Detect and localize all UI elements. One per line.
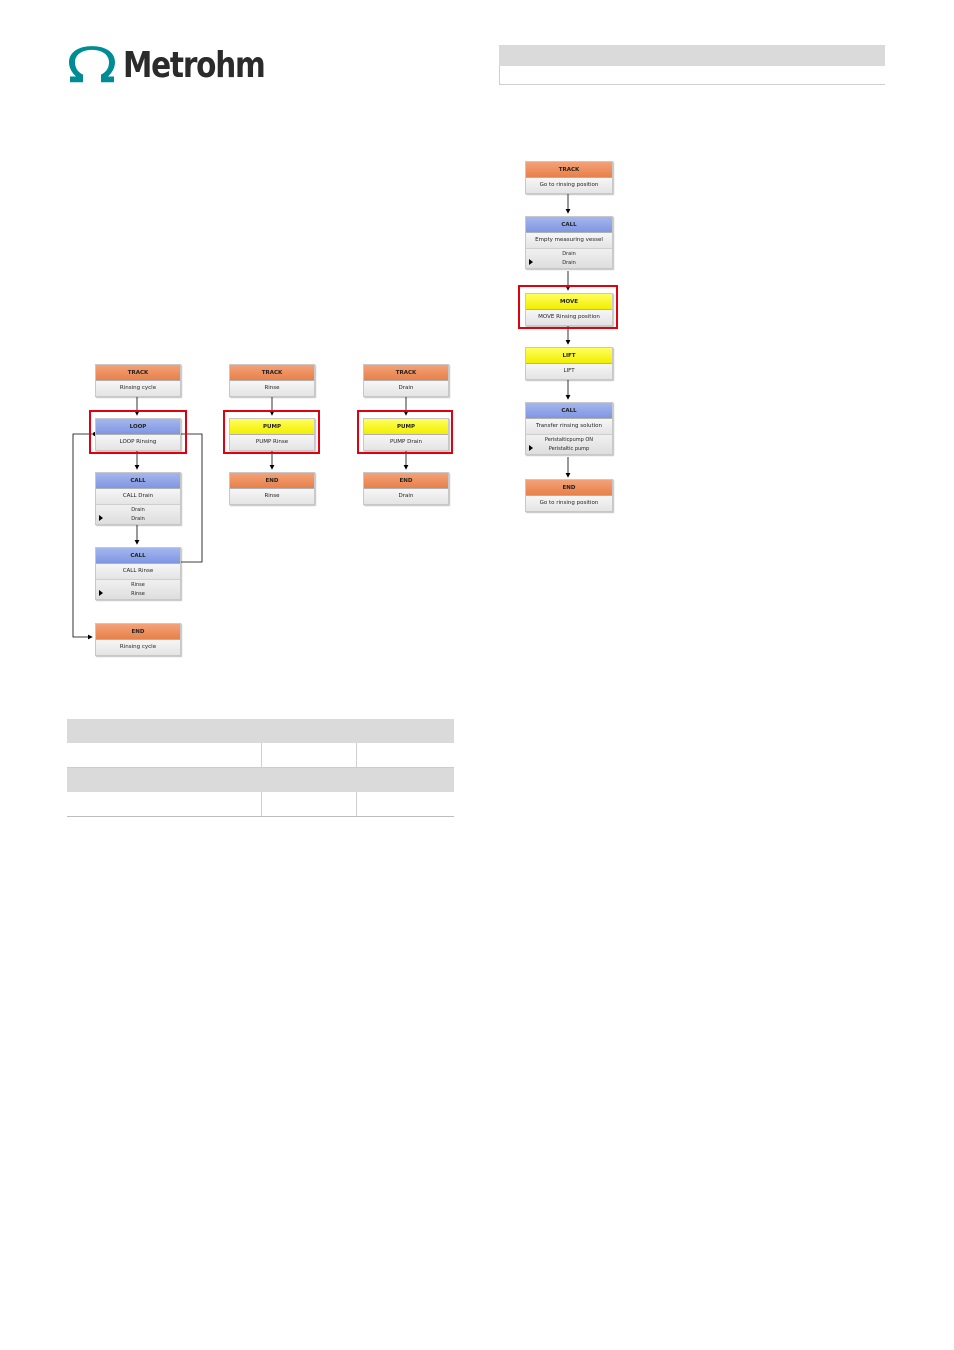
block-label: Empty measuring vessel [526,233,612,248]
play-icon [99,590,103,596]
block-label: Drain [364,381,448,396]
end-go-to-rinsing-block[interactable]: END Go to rinsing position [525,479,613,512]
end-drain-block[interactable]: END Drain [363,472,449,505]
block-label: LOOP Rinsing [96,435,180,450]
block-sub: Drain Drain [96,504,180,524]
block-sub1: Peristalticpump ON [544,437,594,443]
block-label: Transfer rinsing solution [526,419,612,434]
logo-wordmark: Metrohm [123,45,266,86]
metrohm-logo: Metrohm [67,44,267,86]
block-type: CALL [96,473,180,489]
pump-drain-block[interactable]: PUMP PUMP Drain [363,418,449,451]
end-rinse-block[interactable]: END Rinse [229,472,315,505]
block-type: MOVE [526,294,612,310]
block-sub: Rinse Rinse [96,579,180,599]
omega-icon [69,46,115,83]
header-bar [499,45,885,66]
play-icon [529,445,533,451]
pump-rinse-block[interactable]: PUMP PUMP Rinse [229,418,315,451]
block-type: END [96,624,180,640]
block-type: TRACK [230,365,314,381]
block-label: Rinse [230,381,314,396]
block-sub: Peristalticpump ON Peristaltic pump [526,434,612,454]
table-header-row [67,768,454,792]
play-icon [529,259,533,265]
block-type: CALL [96,548,180,564]
block-type: END [526,480,612,496]
block-sub1: Rinse [131,582,145,588]
block-sub2: Rinse [131,591,145,597]
block-label: CALL Drain [96,489,180,504]
call-transfer-block[interactable]: CALL Transfer rinsing solution Peristalt… [525,402,613,455]
highlight-frame [518,285,618,329]
block-type: PUMP [364,419,448,435]
header-box [499,45,885,85]
call-empty-vessel-block[interactable]: CALL Empty measuring vessel Drain Drain [525,216,613,269]
block-sub2: Drain [562,260,576,266]
end-rinsing-cycle-block[interactable]: END Rinsing cycle [95,623,181,656]
block-sub1: Drain [131,507,145,513]
table-header-row [67,719,454,743]
block-label: Go to rinsing position [526,178,612,193]
block-label: Drain [364,489,448,504]
block-label: Rinsing cycle [96,381,180,396]
block-label: LIFT [526,364,612,379]
block-label: PUMP Drain [364,435,448,450]
move-rinsing-block[interactable]: MOVE MOVE Rinsing position [525,293,613,326]
track-go-to-rinsing-block[interactable]: TRACK Go to rinsing position [525,161,613,194]
highlight-frame [357,410,453,454]
highlight-frame [223,410,320,454]
block-label: MOVE Rinsing position [526,310,612,325]
block-sub1: Drain [562,251,576,257]
block-label: PUMP Rinse [230,435,314,450]
block-type: END [364,473,448,489]
highlight-frame [89,410,187,454]
block-sub: Drain Drain [526,248,612,268]
track-drain-block[interactable]: TRACK Drain [363,364,449,397]
block-sub2: Drain [131,516,145,522]
block-type: CALL [526,217,612,233]
block-label: Rinse [230,489,314,504]
play-icon [99,515,103,521]
block-type: LIFT [526,348,612,364]
block-type: TRACK [364,365,448,381]
track-rinse-block[interactable]: TRACK Rinse [229,364,315,397]
block-label: Go to rinsing position [526,496,612,511]
block-type: LOOP [96,419,180,435]
block-type: END [230,473,314,489]
lift-block[interactable]: LIFT LIFT [525,347,613,380]
block-type: TRACK [96,365,180,381]
loop-rinsing-block[interactable]: LOOP LOOP Rinsing [95,418,181,451]
block-type: CALL [526,403,612,419]
block-label: Rinsing cycle [96,640,180,655]
call-rinse-block[interactable]: CALL CALL Rinse Rinse Rinse [95,547,181,600]
block-label: CALL Rinse [96,564,180,579]
block-sub2: Peristaltic pump [548,446,590,452]
track-rinsing-cycle-block[interactable]: TRACK Rinsing cycle [95,364,181,397]
call-drain-block[interactable]: CALL CALL Drain Drain Drain [95,472,181,525]
block-type: TRACK [526,162,612,178]
block-type: PUMP [230,419,314,435]
